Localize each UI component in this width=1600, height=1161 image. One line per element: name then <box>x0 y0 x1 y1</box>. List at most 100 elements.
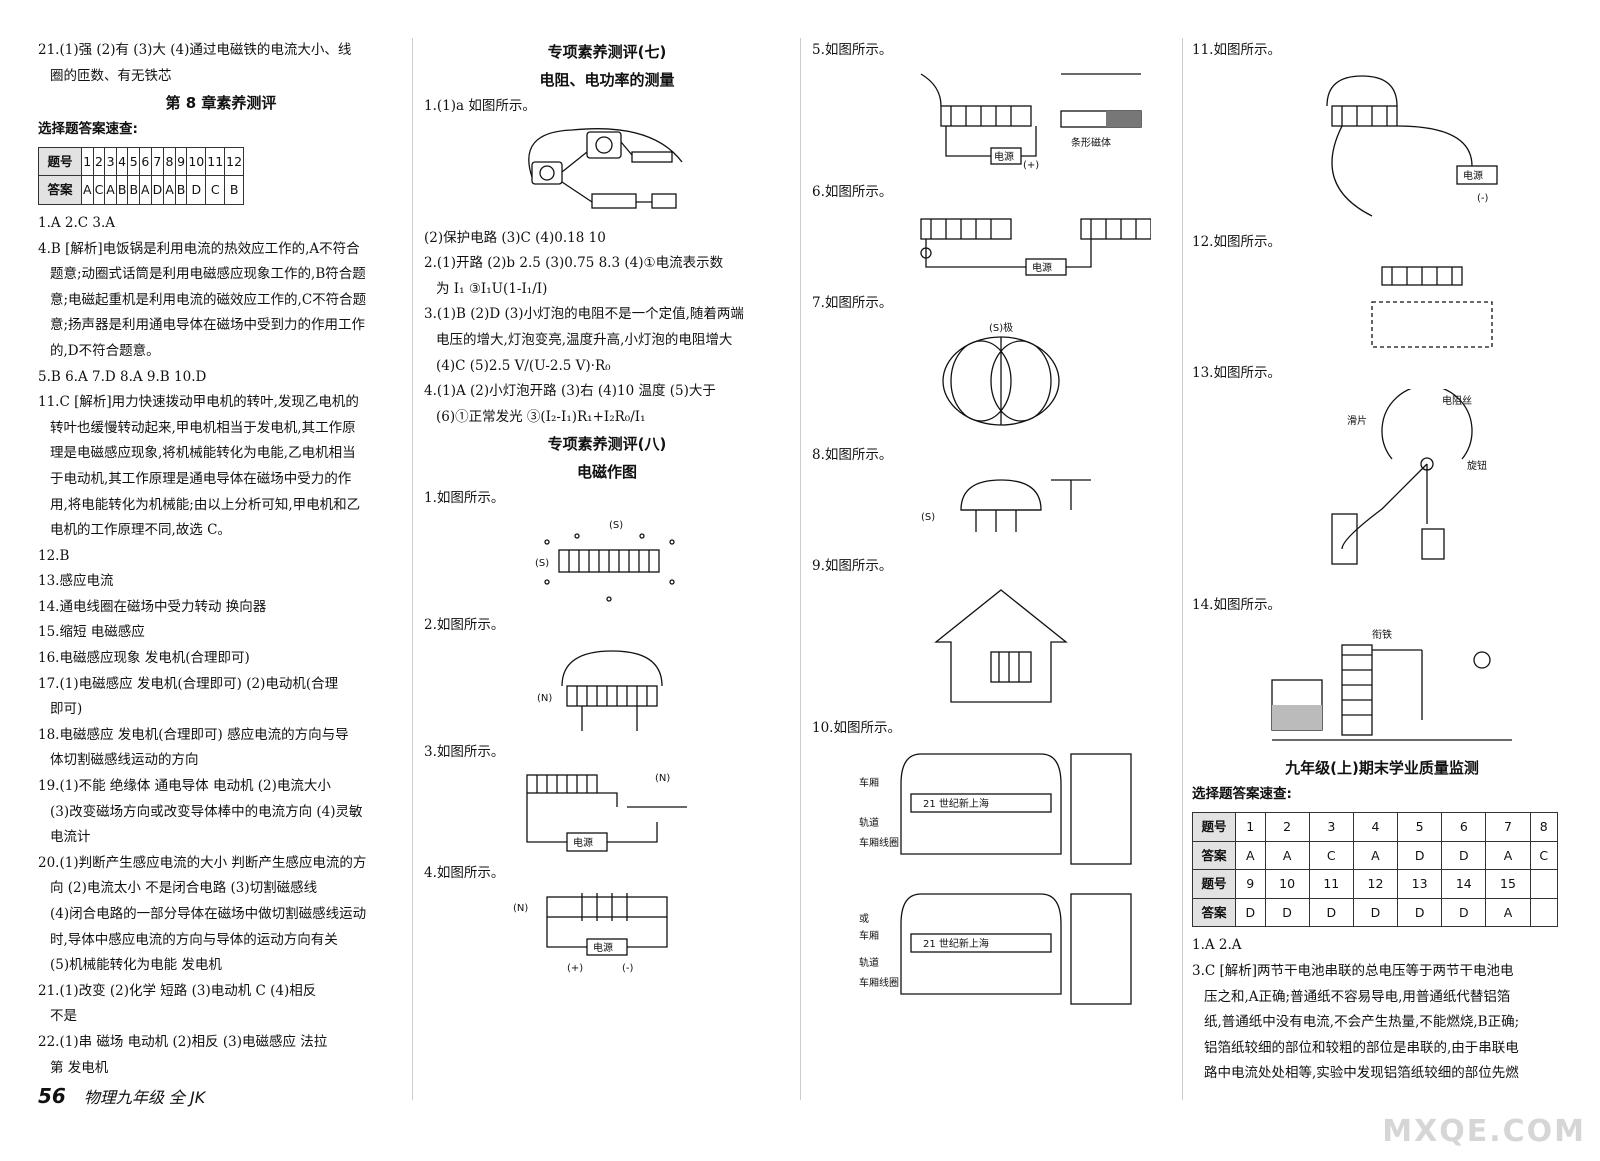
relay-circuit-figure: 电源 (N) <box>526 773 687 852</box>
table-cell: C <box>1529 840 1559 871</box>
two-magnets-figure: 电源 (N) (+) (-) <box>513 892 668 974</box>
table-cell: C <box>92 175 106 205</box>
answer-line: 压之和,A正确;普通纸不容易导电,用普通纸代替铝箔 <box>1204 988 1511 1005</box>
table-header-num: 题号 <box>38 146 82 177</box>
table-cell: D <box>1308 897 1354 928</box>
table-cell: 12 <box>224 146 245 177</box>
dashed-box-figure <box>1371 266 1493 348</box>
table-cell: C <box>1308 840 1354 871</box>
answer-line: 铝箔纸较细的部位和较粗的部位是串联的,由于串联电 <box>1204 1039 1519 1056</box>
table-cell: D <box>1235 897 1266 928</box>
svg-text:车厢线圈: 车厢线圈 <box>859 836 899 849</box>
q1-answer: (2)保护电路 (3)C (4)0.18 10 <box>424 229 606 246</box>
svg-text:条形磁体: 条形磁体 <box>1071 136 1111 149</box>
svg-text:滑片: 滑片 <box>1347 414 1367 427</box>
table-cell: 1 <box>1235 811 1266 842</box>
table-header-ans: 答案 <box>38 175 82 205</box>
answer-line: 不是 <box>50 1008 77 1025</box>
table-cell: 7 <box>150 146 165 177</box>
table-header-ans: 答案 <box>1192 897 1236 928</box>
rheostat-figure: 电阻丝 滑片 旋钮 <box>1331 388 1487 565</box>
svg-text:(+): (+) <box>1023 160 1039 171</box>
answer-line: (5)机械能转化为电能 发电机 <box>50 957 222 974</box>
screw-magnet-figure: (S) <box>921 479 1091 533</box>
table-cell: D <box>186 175 207 205</box>
answer-line: 转叶也缓慢转动起来,甲电机相当于发电机,其工作原 <box>50 419 356 436</box>
table-cell: B <box>174 175 188 205</box>
fig10-caption: 10.如图所示。 <box>812 719 901 736</box>
table-cell: 13 <box>1397 869 1443 899</box>
answer-line: 电流计 <box>50 829 91 846</box>
answer-line: 于电动机,其工作原理是通电导体在磁场中受力的作 <box>50 470 352 487</box>
table-cell: D <box>1441 897 1487 928</box>
svg-text:轨道: 轨道 <box>859 956 879 969</box>
svg-text:(S): (S) <box>609 520 623 531</box>
table-cell <box>1529 897 1559 928</box>
table-cell: 3 <box>1308 811 1354 842</box>
svg-text:轨道: 轨道 <box>859 816 879 829</box>
table-cell: A <box>104 175 117 205</box>
exam-title: 九年级(上)期末学业质量监测 <box>1285 759 1479 778</box>
table-cell: B <box>115 175 129 205</box>
fig4-caption: 4.如图所示。 <box>424 865 505 882</box>
table-cell: A <box>139 175 152 205</box>
section-subtitle-8: 电磁作图 <box>576 463 637 482</box>
watermark-logo: MXQE.COM <box>1382 1114 1586 1149</box>
table-cell: 3 <box>104 146 117 177</box>
q2-line-2: 为 I₁ ③I₁U(1-I₁/I) <box>436 280 548 297</box>
q3-line-1: 3.(1)B (2)D (3)小灯泡的电阻不是一个定值,随着两端 <box>424 306 744 323</box>
table-cell: 8 <box>163 146 176 177</box>
svg-text:21 世纪新上海: 21 世纪新上海 <box>923 937 989 950</box>
answer-line: 21.(1)改变 (2)化学 短路 (3)电动机 C (4)相反 <box>38 982 317 999</box>
answer-line: 即可) <box>50 701 83 718</box>
table-cell: 11 <box>205 146 226 177</box>
table-cell: 11 <box>1308 869 1354 899</box>
answer-line: 路中电流处处相等,实验中发现铝箔纸较细的部位先燃 <box>1204 1065 1519 1082</box>
fig5-caption: 5.如图所示。 <box>812 42 893 58</box>
table-cell: B <box>127 175 140 205</box>
svg-text:(N): (N) <box>513 903 528 914</box>
table-cell: 1 <box>81 146 94 177</box>
table-header-num: 题号 <box>1192 811 1236 842</box>
table-cell: 7 <box>1485 811 1531 842</box>
answer-line: (3)改变磁场方向或改变导体棒中的电流方向 (4)灵敏 <box>50 803 363 820</box>
svg-text:21 世纪新上海: 21 世纪新上海 <box>923 797 989 810</box>
q3-line-3: (4)C (5)2.5 V/(U-2.5 V)·R₀ <box>436 357 611 374</box>
answer-line: 1.A 2.A <box>1192 937 1242 954</box>
svg-text:电源: 电源 <box>573 836 593 849</box>
column-divider <box>800 38 801 1100</box>
chapter-title: 第 8 章素养测评 <box>165 94 277 113</box>
quick-answer-label-2: 选择题答案速查: <box>1192 786 1292 803</box>
svg-text:(N): (N) <box>537 693 552 704</box>
svg-text:电源: 电源 <box>994 150 1014 163</box>
column-4: 11.如图所示。 电源 (-) 12.如图所示。 13.如图所示。 电阻丝 滑片… <box>1192 38 1572 1087</box>
answer-line: 3.C [解析]两节干电池串联的总电压等于两节干电池电 <box>1192 962 1514 979</box>
table-cell: 14 <box>1441 869 1487 899</box>
table-cell: 4 <box>1352 811 1399 842</box>
answer-line: 纸,普通纸中没有电流,不会产生热量,不能燃烧,B正确; <box>1204 1014 1520 1031</box>
section-title-7: 专项素养测评(七) <box>547 43 667 61</box>
table-cell: D <box>1397 897 1443 928</box>
table-cell: D <box>1352 897 1399 928</box>
house-circuit-figure <box>934 589 1068 703</box>
q1-text: 1.(1)a 如图所示。 <box>424 98 536 114</box>
answer-line: 17.(1)电磁感应 发电机(合理即可) (2)电动机(合理 <box>38 675 339 692</box>
answer-line: 22.(1)串 磁场 电动机 (2)相反 (3)电磁感应 法拉 <box>38 1033 328 1050</box>
column-3: 5.如图所示。 电源 (+) 条形磁体 6.如图所示。 电源 7.如图所示。 (… <box>812 38 1190 1018</box>
answer-line: 体切割磁感线运动的方向 <box>50 752 199 769</box>
table-cell: D <box>1397 840 1443 871</box>
table-cell: A <box>1352 840 1399 871</box>
table-cell: C <box>205 175 226 205</box>
svg-text:(S)极: (S)极 <box>989 321 1013 334</box>
answer-line: 15.缩短 电磁感应 <box>38 624 145 641</box>
fig2-caption: 2.如图所示。 <box>424 616 505 633</box>
table-cell <box>1529 869 1559 899</box>
fig6-caption: 6.如图所示。 <box>812 183 893 200</box>
table-cell: A <box>163 175 176 205</box>
table-cell: 10 <box>186 146 207 177</box>
book-title: 物理九年级 全 JK <box>83 1088 206 1107</box>
q3-line-2: 电压的增大,灯泡变亮,温度升高,小灯泡的电阻增大 <box>436 331 733 348</box>
